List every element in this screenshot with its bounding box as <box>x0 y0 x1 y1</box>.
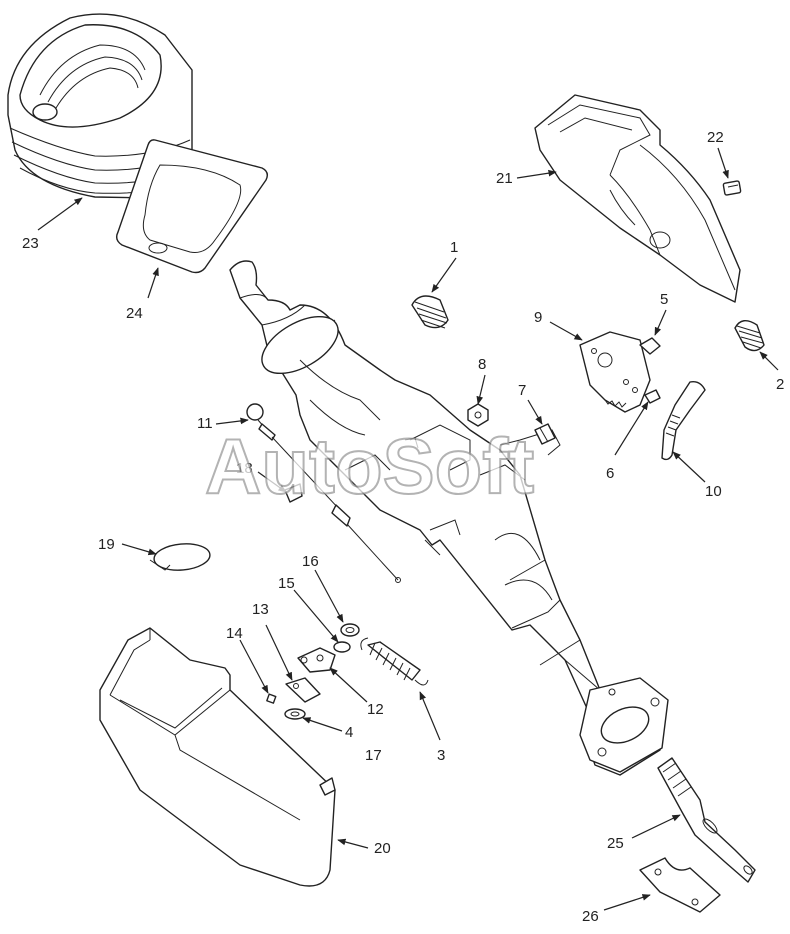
callout-11: 11 <box>197 415 213 432</box>
steering-column-assembly <box>229 260 669 776</box>
part-23-boot <box>7 13 193 199</box>
leader-lines <box>37 147 779 911</box>
callout-16: 16 <box>302 553 319 570</box>
part-18-clip <box>284 483 303 503</box>
part-11-cable <box>246 403 401 583</box>
part-19-clamp <box>149 543 211 571</box>
callout-17: 17 <box>365 747 382 764</box>
part-10-lever <box>661 380 706 461</box>
part-9-sector-plate <box>579 331 651 413</box>
part-20-lower-cover <box>99 627 336 887</box>
callout-5: 5 <box>660 291 668 308</box>
part-7-pin <box>534 423 556 445</box>
callout-9: 9 <box>534 309 542 326</box>
part-5-pin <box>639 337 661 355</box>
callout-labels: 1 2 3 4 5 6 7 8 9 10 11 12 13 14 15 16 1… <box>22 129 784 925</box>
callout-19: 19 <box>98 536 115 553</box>
callout-23: 23 <box>22 235 39 252</box>
part-25-shaft <box>657 757 756 883</box>
callout-3: 3 <box>437 747 445 764</box>
callout-10: 10 <box>705 483 722 500</box>
callout-6: 6 <box>606 465 614 482</box>
callout-20: 20 <box>374 840 391 857</box>
part-12-latch <box>297 647 336 673</box>
callout-14: 14 <box>226 625 243 642</box>
callout-21: 21 <box>496 170 513 187</box>
part-14-pin <box>266 693 277 704</box>
part-24-gasket <box>115 139 269 274</box>
part-6-pin <box>644 389 661 404</box>
callout-24: 24 <box>126 305 143 322</box>
watermark-text: AutoSoft <box>205 422 534 510</box>
callout-2: 2 <box>776 376 784 393</box>
part-26-bracket <box>639 857 721 913</box>
part-4-washer <box>284 708 306 720</box>
callout-1: 1 <box>450 239 458 256</box>
part-2-spring <box>734 320 765 352</box>
part-15-washer <box>333 641 351 653</box>
part-3-tension-spring <box>360 637 429 686</box>
part-21-upper-cover <box>534 94 741 303</box>
callout-4: 4 <box>345 724 353 741</box>
callout-13: 13 <box>252 601 269 618</box>
part-13-plate <box>285 677 321 703</box>
callout-8: 8 <box>478 356 486 373</box>
callout-25: 25 <box>607 835 624 852</box>
part-16-washer <box>340 623 360 637</box>
callout-15: 15 <box>278 575 295 592</box>
callout-22: 22 <box>707 129 724 146</box>
callout-26: 26 <box>582 908 599 925</box>
callout-7: 7 <box>518 382 526 399</box>
callout-18: 18 <box>236 460 253 477</box>
part-8-nut <box>467 403 489 427</box>
part-22-screw <box>722 180 742 196</box>
part-1-spring <box>411 295 449 329</box>
callout-12: 12 <box>367 701 384 718</box>
